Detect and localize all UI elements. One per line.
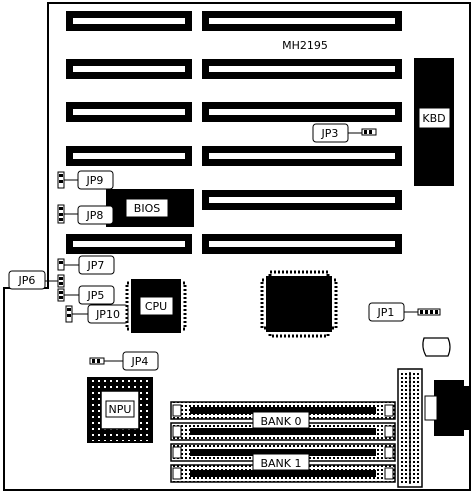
jp4-label: JP4 bbox=[131, 355, 149, 368]
jumper-jp5: JP5 bbox=[57, 285, 115, 305]
kbd-label: KBD bbox=[422, 112, 445, 125]
jumper-jp10: JP10 bbox=[65, 304, 129, 324]
jp9-label: JP9 bbox=[86, 174, 104, 187]
bank0-label: BANK 0 bbox=[260, 415, 301, 428]
jumper-jp1: JP1 bbox=[368, 302, 441, 322]
battery-outline bbox=[422, 337, 451, 357]
jp1-label: JP1 bbox=[377, 306, 395, 319]
jp10-label: JP10 bbox=[95, 308, 120, 321]
keyboard-din-connector bbox=[424, 380, 470, 436]
keyboard-controller-chip: KBD bbox=[414, 58, 454, 186]
jp3-label: JP3 bbox=[321, 127, 339, 140]
jp5-label: JP5 bbox=[87, 289, 105, 302]
jumper-jp4: JP4 bbox=[89, 351, 159, 371]
jumper-jp7: JP7 bbox=[57, 255, 115, 275]
jumper-jp8: JP8 bbox=[57, 204, 114, 225]
jumper-jp9: JP9 bbox=[57, 170, 114, 190]
cpu-chip: CPU bbox=[125, 279, 187, 333]
isa-slots-right bbox=[202, 11, 402, 254]
bios-chip: BIOS bbox=[106, 189, 194, 227]
jumper-jp3: JP3 bbox=[312, 123, 377, 143]
power-connector bbox=[397, 368, 423, 488]
jp6-label: JP6 bbox=[18, 274, 36, 287]
jp8-label: JP8 bbox=[86, 209, 104, 222]
cpu-label: CPU bbox=[145, 300, 167, 313]
board-model-label: MH2195 bbox=[282, 39, 328, 52]
jumper-jp6: JP6 bbox=[8, 270, 65, 290]
simm-sockets: BANK 0 BANK 1 bbox=[170, 401, 396, 483]
npu-label: NPU bbox=[109, 403, 132, 416]
jp7-label: JP7 bbox=[87, 259, 105, 272]
bios-label: BIOS bbox=[134, 202, 160, 215]
npu-socket: NPU bbox=[87, 377, 153, 443]
chipset-chip bbox=[260, 270, 338, 338]
bank1-label: BANK 1 bbox=[260, 457, 301, 470]
isa-slots-left bbox=[66, 11, 192, 254]
